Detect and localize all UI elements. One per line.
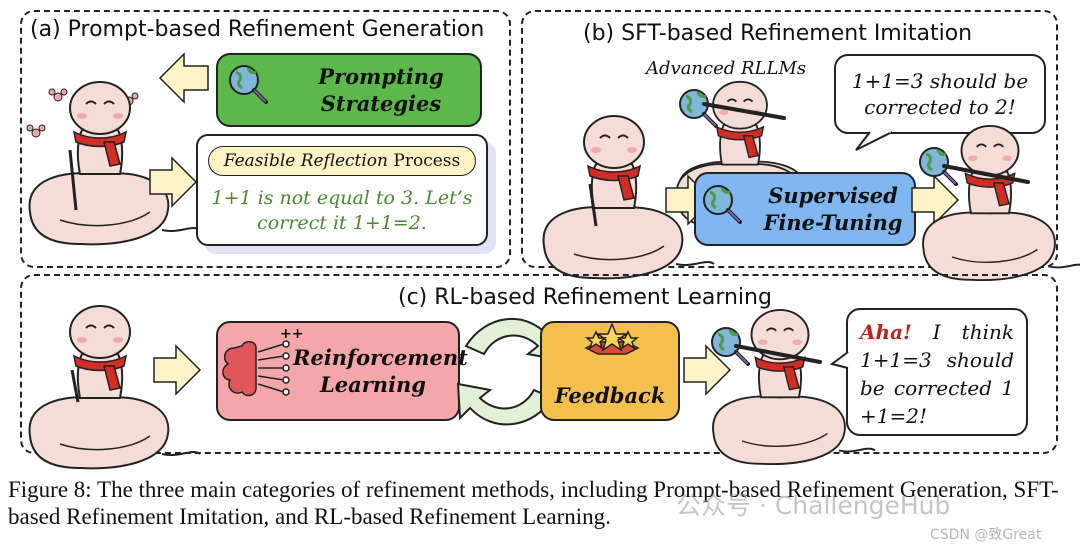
reinforcement-learning-box: Reinforcement Learning bbox=[216, 321, 468, 421]
aha-speech-bubble: Aha! I think 1+1=3 should be corrected 1… bbox=[846, 308, 1028, 436]
panel-a-title: (a) Prompt-based Refinement Generation bbox=[30, 17, 485, 42]
advanced-rllms-label: Advanced RLLMs bbox=[646, 58, 807, 79]
watermark-channel: 公众号 · ChallengeHub bbox=[676, 491, 951, 520]
feedback-label: Feedback bbox=[554, 382, 666, 408]
panel-b-title: (b) SFT-based Refinement Imitation bbox=[583, 21, 973, 46]
arrow-left-icon bbox=[158, 52, 209, 104]
reflection-text: 1+1 is not equal to 3. Let’s correct it … bbox=[211, 187, 473, 234]
process-italic-label: Feasible Reflection bbox=[223, 151, 388, 171]
correction-speech-bubble: 1+1=3 should be corrected to 2! bbox=[834, 54, 1046, 134]
panel-c-title: (c) RL-based Refinement Learning bbox=[398, 285, 772, 310]
panel-sft-based bbox=[521, 10, 1058, 268]
sft-box: Supervised Fine-Tuning bbox=[694, 172, 916, 246]
process-plain-label: Process bbox=[388, 151, 461, 171]
reflection-process-tag: Feasible Reflection Process bbox=[208, 146, 476, 176]
prompting-strategies-label: Prompting Strategies bbox=[318, 64, 444, 116]
reinforcement-learning-label: Reinforcement Learning bbox=[293, 345, 468, 397]
panel-prompt-based bbox=[20, 10, 511, 268]
panel-rl-based bbox=[20, 274, 1058, 454]
svg-text:++: ++ bbox=[280, 326, 303, 342]
aha-text: Aha! bbox=[860, 320, 912, 344]
aha-speech-text: I think 1+1=3 should be corrected 1 +1=2… bbox=[860, 320, 1021, 428]
correction-text: 1+1=3 should be corrected to 2! bbox=[851, 69, 1029, 119]
prompting-strategies-box: Prompting Strategies bbox=[216, 53, 482, 127]
watermark-csdn: CSDN @致Great bbox=[930, 527, 1042, 543]
sft-label: Supervised Fine-Tuning bbox=[763, 183, 903, 235]
figure-caption: Figure 8: The three main categories of r… bbox=[8, 477, 1059, 529]
